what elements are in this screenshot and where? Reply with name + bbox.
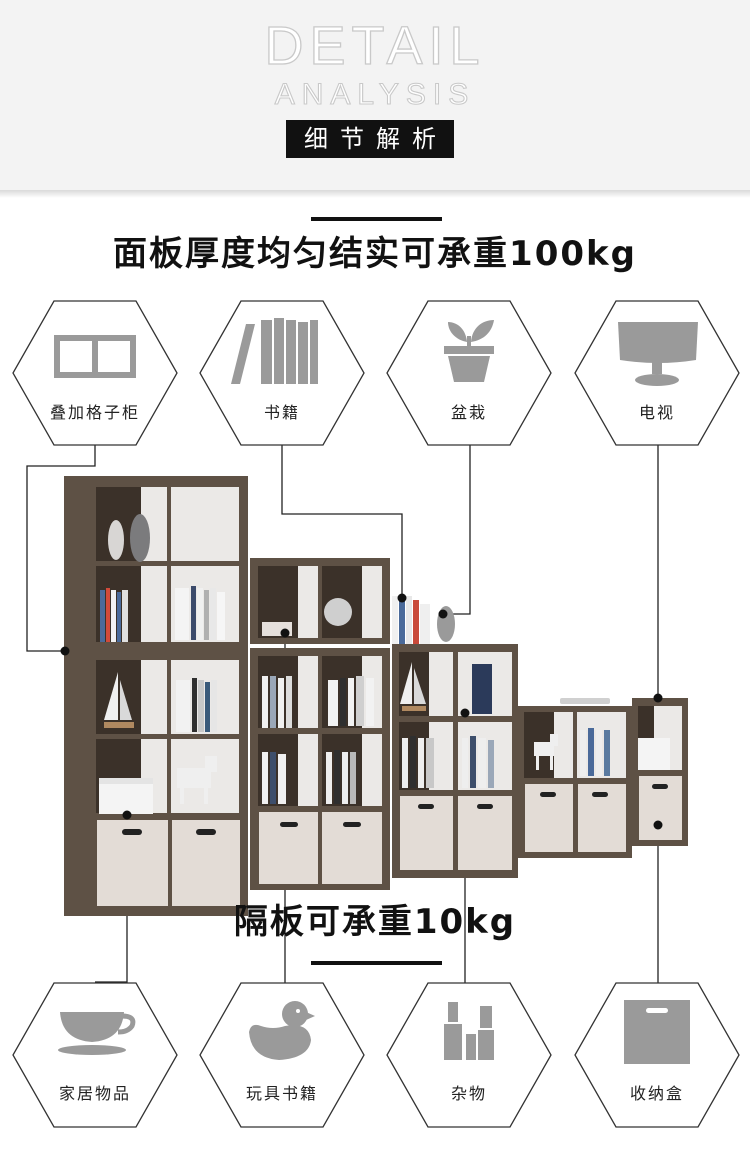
heading-accent-bar xyxy=(311,217,442,221)
subheading-accent-bar xyxy=(311,961,442,965)
hex-toys-books xyxy=(199,982,365,1128)
analysis-title: ANALYSIS xyxy=(274,77,476,111)
hex-label-tv: 电视 xyxy=(638,403,675,422)
header-divider xyxy=(0,190,750,198)
hex-stackable-cabinet xyxy=(12,300,178,446)
section-badge: 细节解析 xyxy=(286,120,454,158)
hex-label-stackable-cabinet: 叠加格子柜 xyxy=(49,403,140,422)
hex-storage-box xyxy=(574,982,740,1128)
rubber-duck-icon xyxy=(249,1001,315,1060)
hex-sundries xyxy=(386,982,552,1128)
hex-tv xyxy=(574,300,740,446)
top-decor xyxy=(392,596,455,644)
storage-bag-icon xyxy=(624,1000,690,1064)
hex-label-books: 书籍 xyxy=(263,403,300,422)
header-band xyxy=(0,0,750,192)
hex-books xyxy=(199,300,365,446)
potted-plant-icon xyxy=(444,320,494,382)
shelf-capacity-heading: 隔板可承重10kg xyxy=(233,902,517,942)
cabinet-icon xyxy=(54,335,136,378)
low-cabinet xyxy=(518,698,632,858)
tall-cabinet xyxy=(64,476,248,916)
books-icon xyxy=(231,318,318,384)
detail-title: DETAIL xyxy=(264,15,486,76)
small-top-cabinet xyxy=(250,558,390,644)
middle-cabinet xyxy=(250,648,390,890)
tv-icon xyxy=(618,322,698,386)
hex-label-sundries: 杂物 xyxy=(450,1084,487,1103)
hex-potted-plant xyxy=(386,300,552,446)
main-heading: 面板厚度均匀结实可承重100kg xyxy=(113,234,637,274)
hex-label-toys-books: 玩具书籍 xyxy=(245,1084,318,1103)
teacup-icon xyxy=(58,1012,136,1055)
hex-label-household-items: 家居物品 xyxy=(58,1084,131,1103)
hex-household-items xyxy=(12,982,178,1128)
sundries-icon xyxy=(444,1002,494,1060)
narrow-cabinet xyxy=(632,698,688,846)
hex-label-storage-box: 收纳盒 xyxy=(629,1084,684,1103)
right-middle-cabinet xyxy=(392,644,518,878)
hex-label-potted-plant: 盆栽 xyxy=(450,403,487,422)
